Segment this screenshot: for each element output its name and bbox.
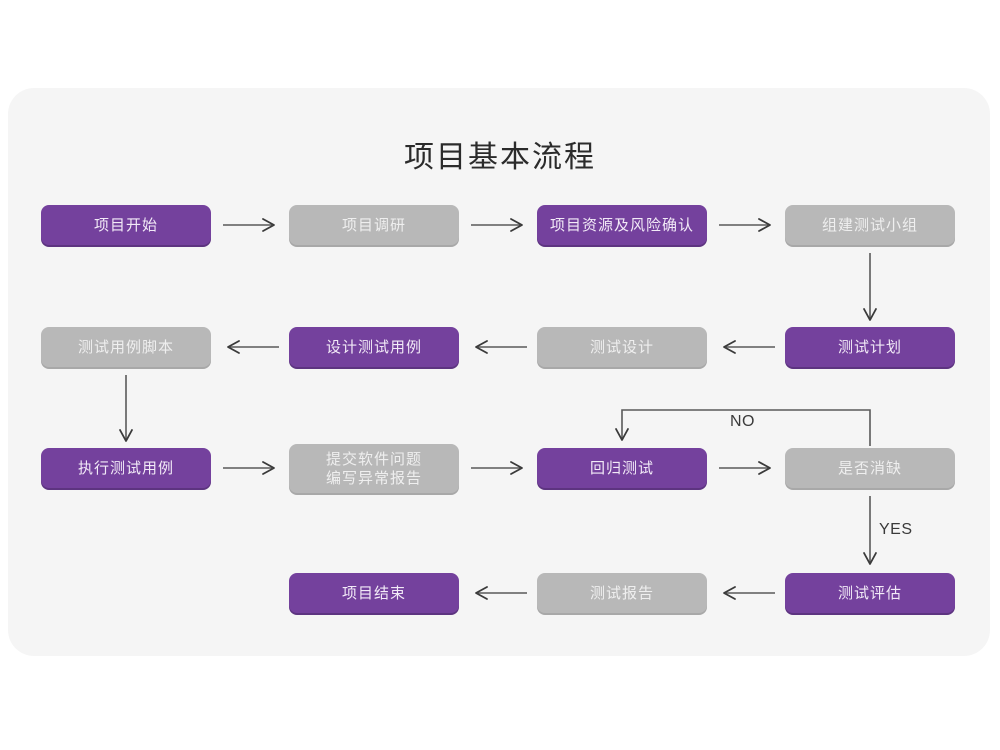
- edge-n7-n6: [475, 340, 527, 354]
- edge-n5-n9: [119, 375, 133, 442]
- flow-node-n5[interactable]: 测试用例脚本: [41, 327, 211, 367]
- flow-node-label: 项目开始: [93, 215, 158, 234]
- edge-n1-n2: [223, 218, 275, 232]
- edge-n12-n11-no-loop: [615, 409, 871, 446]
- flow-node-n13[interactable]: 项目结束: [289, 573, 459, 613]
- edge-n9-n10: [223, 461, 275, 475]
- flow-node-n3[interactable]: 项目资源及风险确认: [537, 205, 707, 245]
- edge-n10-n11: [471, 461, 523, 475]
- flow-node-n2[interactable]: 项目调研: [289, 205, 459, 245]
- flow-node-n9[interactable]: 执行测试用例: [41, 448, 211, 488]
- flow-node-label: 提交软件问题编写异常报告: [325, 449, 422, 487]
- flow-node-label: 项目资源及风险确认: [549, 215, 694, 234]
- flow-node-n11[interactable]: 回归测试: [537, 448, 707, 488]
- flow-node-label: 是否消缺: [837, 458, 902, 477]
- flow-node-n12[interactable]: 是否消缺: [785, 448, 955, 488]
- flow-node-label: 组建测试小组: [821, 215, 918, 234]
- flow-node-n15[interactable]: 测试评估: [785, 573, 955, 613]
- flow-node-label: 项目结束: [341, 583, 406, 602]
- flow-node-n10[interactable]: 提交软件问题编写异常报告: [289, 444, 459, 493]
- flow-node-n8[interactable]: 测试计划: [785, 327, 955, 367]
- edge-label-yes: YES: [879, 521, 913, 538]
- edge-n8-n7: [723, 340, 775, 354]
- edge-n12-n15-yes: [863, 496, 877, 565]
- flow-node-label: 测试设计: [589, 337, 654, 356]
- flow-node-n4[interactable]: 组建测试小组: [785, 205, 955, 245]
- flow-node-n7[interactable]: 测试设计: [537, 327, 707, 367]
- edge-n2-n3: [471, 218, 523, 232]
- page-title: 项目基本流程: [404, 140, 596, 175]
- edge-n15-n14: [723, 586, 775, 600]
- edge-n3-n4: [719, 218, 771, 232]
- flow-node-n6[interactable]: 设计测试用例: [289, 327, 459, 367]
- flow-node-label: 项目调研: [341, 215, 406, 234]
- flow-node-label: 回归测试: [589, 458, 654, 477]
- flow-node-label: 设计测试用例: [325, 337, 422, 356]
- edge-n6-n5: [227, 340, 279, 354]
- edge-n11-n12: [719, 461, 771, 475]
- flowchart-card: [8, 88, 990, 656]
- edge-label-no: NO: [730, 413, 755, 430]
- edge-n14-n13: [475, 586, 527, 600]
- flow-node-label: 执行测试用例: [77, 458, 174, 477]
- flow-node-label: 测试用例脚本: [77, 337, 174, 356]
- edge-n4-n8: [863, 253, 877, 321]
- flow-node-label: 测试计划: [837, 337, 902, 356]
- flow-node-n1[interactable]: 项目开始: [41, 205, 211, 245]
- flow-node-n14[interactable]: 测试报告: [537, 573, 707, 613]
- flow-node-label: 测试评估: [837, 583, 902, 602]
- flow-node-label: 测试报告: [589, 583, 654, 602]
